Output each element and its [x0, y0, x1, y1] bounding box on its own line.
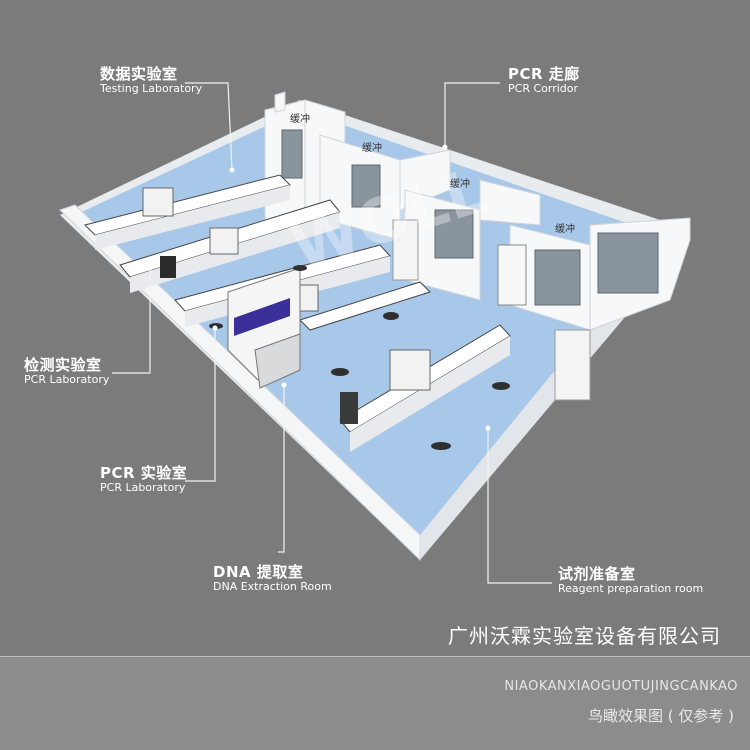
- company-name: 广州沃霖实验室设备有限公司: [448, 624, 721, 648]
- storage-cabinet: [392, 219, 419, 281]
- label-pcr-laboratory: PCR 实验室 PCR Laboratory: [100, 464, 188, 495]
- equipment-unit: [160, 256, 176, 278]
- footer-note: 鸟瞰效果图 ( 仅参考 ): [587, 707, 734, 725]
- buffer-tag: 缓冲: [362, 143, 382, 154]
- buffer-tag: 缓冲: [450, 179, 470, 190]
- reagent-cabinet: [497, 244, 527, 306]
- fume-hood: [389, 349, 431, 391]
- buffer-tag: 缓冲: [290, 114, 310, 125]
- window: [281, 129, 303, 179]
- window: [351, 164, 381, 208]
- stool: [431, 442, 451, 450]
- window: [434, 209, 474, 259]
- storage-cabinet: [554, 329, 591, 401]
- window: [534, 249, 581, 306]
- fume-hood: [209, 227, 239, 255]
- leader-dots: [147, 144, 491, 431]
- label-en: Reagent preparation room: [558, 582, 704, 596]
- leader-lines: [112, 82, 552, 584]
- equipment: [142, 187, 591, 424]
- stool: [331, 368, 349, 376]
- window: [597, 232, 659, 294]
- label-en: PCR Corridor: [508, 82, 579, 96]
- footer-pinyin: NIAOKANXIAOGUOTUJINGCANKAO: [504, 679, 738, 694]
- label-dna-extraction-room: DNA 提取室 DNA Extraction Room: [213, 563, 332, 594]
- label-en: PCR Laboratory: [100, 481, 186, 495]
- buffer-tag: 缓冲: [555, 224, 575, 235]
- stool: [383, 312, 399, 320]
- label-en: DNA Extraction Room: [213, 580, 332, 594]
- stool: [492, 382, 510, 390]
- fume-hood: [142, 187, 174, 217]
- drying-rack: [340, 392, 358, 424]
- label-cn: 试剂准备室: [558, 565, 636, 583]
- biosafety-cabinet: [227, 267, 301, 389]
- label-en: Testing Laboratory: [100, 82, 203, 96]
- label-pcr-corridor: PCR 走廊 PCR Corridor: [508, 65, 580, 96]
- label-reagent-preparation-room: 试剂准备室 Reagent preparation room: [558, 565, 704, 596]
- stool: [293, 265, 307, 271]
- stools: [209, 265, 510, 450]
- label-cn: PCR 走廊: [508, 65, 580, 83]
- label-cn: 数据实验室: [100, 65, 178, 83]
- label-cn: 检测实验室: [24, 356, 102, 374]
- label-cn: PCR 实验室: [100, 464, 188, 482]
- label-cn: DNA 提取室: [213, 563, 304, 581]
- label-en: PCR Laboratory: [24, 373, 110, 387]
- footer-divider: [0, 656, 750, 657]
- label-testing-laboratory: 数据实验室 Testing Laboratory: [100, 65, 203, 96]
- label-detection-laboratory: 检测实验室 PCR Laboratory: [24, 356, 110, 387]
- windows: [281, 129, 659, 306]
- footer-band: [0, 657, 750, 750]
